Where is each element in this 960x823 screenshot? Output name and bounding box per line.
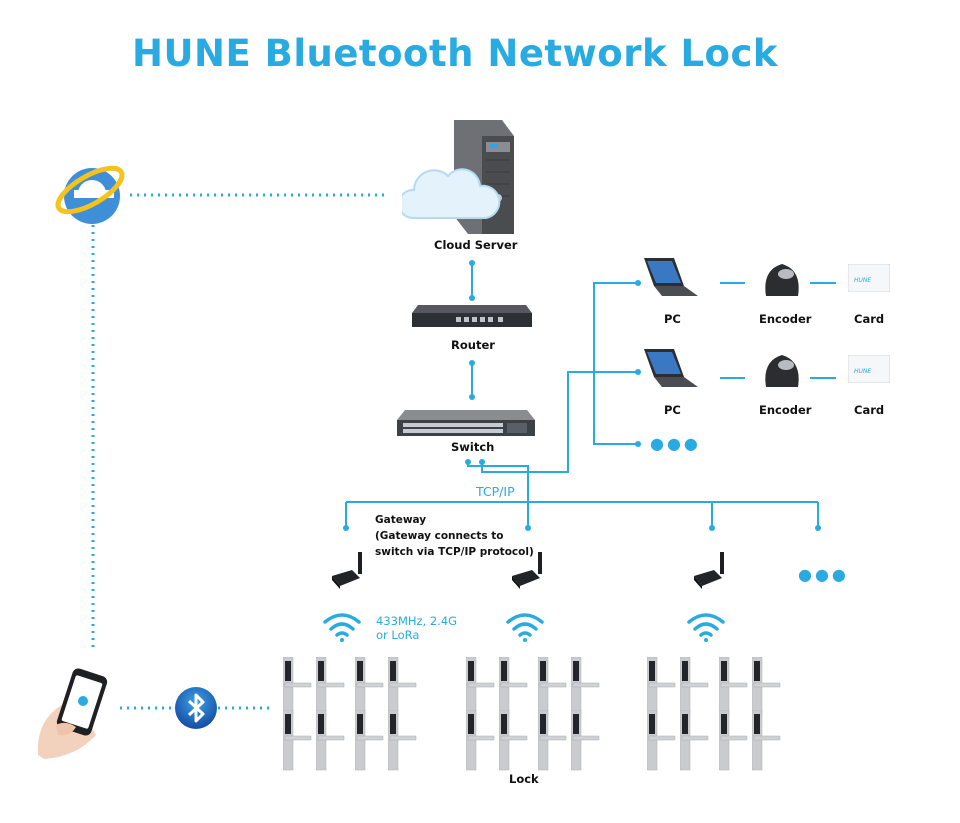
door-lock-icon xyxy=(751,709,782,772)
pc-label: PC xyxy=(664,312,681,326)
door-lock-icon xyxy=(282,656,313,719)
svg-text:HUNE: HUNE xyxy=(854,368,871,375)
router-icon xyxy=(412,305,532,327)
switch-label: Switch xyxy=(451,440,495,454)
internet-explorer-icon xyxy=(55,165,125,224)
gateway-icon xyxy=(332,552,362,589)
door-lock-icon xyxy=(679,709,710,772)
wireless-label-2: or LoRa xyxy=(376,628,420,642)
door-lock-icon xyxy=(718,709,749,772)
gateway-icon xyxy=(512,552,542,589)
link-pc-bus xyxy=(593,282,638,445)
door-lock-icon xyxy=(537,709,568,772)
link-switch-pcs xyxy=(481,371,638,473)
pc-label: PC xyxy=(664,403,681,417)
diagram-title: HUNE Bluetooth Network Lock xyxy=(131,32,778,75)
card-label: Card xyxy=(854,312,885,326)
door-lock-icon xyxy=(315,709,346,772)
door-lock-icon xyxy=(679,656,710,719)
door-lock-icon xyxy=(465,709,496,772)
pc-row-1: HUNE PC Encoder Card xyxy=(640,256,900,326)
encoder-icon xyxy=(765,355,799,387)
door-lock-icon xyxy=(282,709,313,772)
door-lock-icon xyxy=(498,709,529,772)
door-lock-icon xyxy=(387,709,418,772)
wifi-icon xyxy=(323,613,361,642)
encoder-label: Encoder xyxy=(759,312,812,326)
lock-label: Lock xyxy=(509,772,539,786)
gateway-note-1: (Gateway connects to xyxy=(375,530,504,542)
wireless-label-1: 433MHz, 2.4G xyxy=(376,614,458,628)
door-lock-icon xyxy=(570,709,601,772)
door-lock-icon xyxy=(646,709,677,772)
wifi-icon xyxy=(687,613,725,642)
svg-text:HUNE: HUNE xyxy=(854,277,871,284)
door-lock-icon xyxy=(354,709,385,772)
laptop-icon xyxy=(644,349,698,387)
more-pcs-ellipsis: ●●● xyxy=(650,434,701,453)
pc-row-2: HUNE PC Encoder Card xyxy=(640,347,900,417)
gateway-title: Gateway xyxy=(375,514,427,526)
cloud-server-label: Cloud Server xyxy=(434,238,518,252)
smartphone-hand-icon xyxy=(37,668,108,759)
cloud-server-icon xyxy=(402,120,514,234)
encoder-icon xyxy=(765,264,799,296)
gateway-icon xyxy=(694,552,724,589)
card-icon: HUNE xyxy=(848,355,890,383)
laptop-icon xyxy=(644,258,698,296)
gateway-note-2: switch via TCP/IP protocol) xyxy=(375,546,534,558)
bluetooth-icon xyxy=(175,687,217,729)
tcp-ip-label: TCP/IP xyxy=(476,484,515,499)
card-label: Card xyxy=(854,403,885,417)
wifi-icon xyxy=(506,613,544,642)
card-icon: HUNE xyxy=(848,264,890,292)
switch-icon xyxy=(397,410,535,436)
more-gateways-ellipsis: ●●● xyxy=(798,565,849,584)
router-label: Router xyxy=(451,338,495,352)
encoder-label: Encoder xyxy=(759,403,812,417)
